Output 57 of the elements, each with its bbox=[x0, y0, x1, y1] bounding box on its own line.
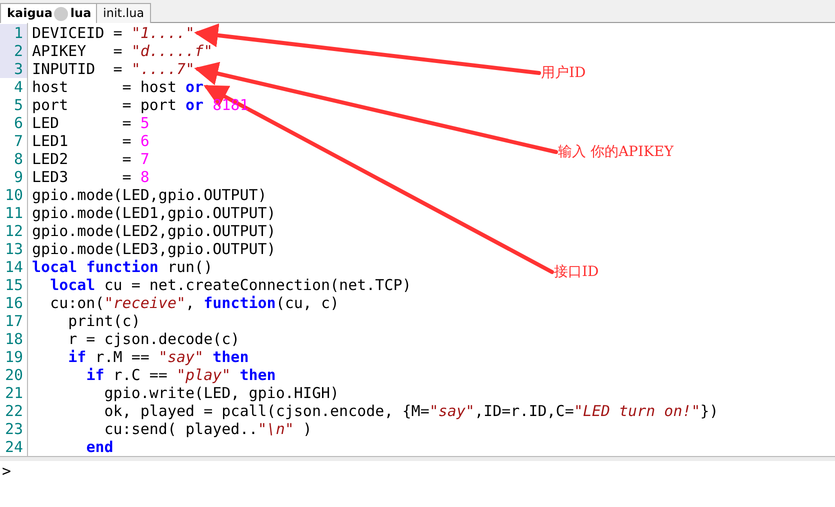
line-number: 10 bbox=[4, 186, 23, 204]
line-number: 19 bbox=[4, 348, 23, 366]
code-line: if r.M == "say" then bbox=[67, 348, 249, 366]
annotation-label: 接口ID bbox=[554, 263, 599, 281]
code-line: APIKEY = "d.....f" bbox=[32, 42, 213, 60]
console-prompt: > bbox=[2, 462, 12, 480]
line-number: 21 bbox=[4, 384, 23, 402]
code-line: gpio.write(LED, gpio.HIGH) bbox=[103, 384, 340, 402]
code-line: cu:send( played.."\n" ) bbox=[103, 420, 312, 438]
line-number: 20 bbox=[4, 366, 23, 384]
line-number: 24 bbox=[4, 438, 23, 456]
file-tab: init.lua bbox=[96, 3, 152, 23]
line-number: 17 bbox=[4, 312, 23, 330]
line-number: 8 bbox=[12, 150, 23, 168]
line-number: 4 bbox=[12, 78, 23, 96]
code-line: LED3 = 8 bbox=[32, 168, 150, 186]
tab-label: kaigua bbox=[7, 6, 52, 20]
tab-label: lua bbox=[70, 6, 92, 20]
annotation-label: 输入 你的APIKEY bbox=[558, 143, 674, 161]
code-line: cu:on("receive", function(cu, c) bbox=[49, 294, 340, 312]
line-number: 22 bbox=[4, 402, 23, 420]
line-number: 13 bbox=[4, 240, 23, 258]
code-line: LED = 5 bbox=[32, 114, 150, 132]
line-number: 14 bbox=[4, 258, 23, 276]
line-number: 9 bbox=[12, 168, 23, 186]
code-line: r = cjson.decode(c) bbox=[67, 330, 240, 348]
line-number: 7 bbox=[12, 132, 23, 150]
code-line: local function run() bbox=[32, 258, 213, 276]
code-line: ok, played = pcall(cjson.encode, {M="say",ID=r.ID,C="LED turn on!"}) bbox=[103, 402, 718, 420]
code-line: print(c) bbox=[67, 312, 140, 330]
code-line: LED1 = 6 bbox=[32, 132, 150, 150]
code-line: LED2 = 7 bbox=[32, 150, 150, 168]
code-line: INPUTID = "....7" bbox=[32, 60, 195, 78]
line-number: 15 bbox=[4, 276, 23, 294]
code-line: gpio.mode(LED,gpio.OUTPUT) bbox=[32, 186, 267, 204]
line-number: 23 bbox=[4, 420, 23, 438]
arrow bbox=[194, 62, 558, 154]
line-number: 2 bbox=[12, 42, 23, 60]
code-line: local cu = net.createConnection(net.TCP) bbox=[49, 276, 412, 294]
code-line: DEVICEID = "1...." bbox=[32, 24, 195, 42]
arrow bbox=[194, 23, 541, 75]
code-line: gpio.mode(LED3,gpio.OUTPUT) bbox=[32, 240, 276, 258]
line-number: 11 bbox=[4, 204, 23, 222]
code-line: gpio.mode(LED2,gpio.OUTPUT) bbox=[32, 222, 276, 240]
line-number: 3 bbox=[12, 60, 23, 78]
line-number: 16 bbox=[4, 294, 23, 312]
line-number: 18 bbox=[4, 330, 23, 348]
arrow bbox=[203, 85, 554, 274]
code-line: end bbox=[85, 438, 114, 456]
line-number: 6 bbox=[12, 114, 23, 132]
annotation-label: 用户ID bbox=[541, 64, 586, 82]
line-number: 5 bbox=[12, 96, 23, 114]
code-line: host = host or bbox=[32, 78, 204, 96]
code-line: gpio.mode(LED1,gpio.OUTPUT) bbox=[32, 204, 276, 222]
line-number: 12 bbox=[4, 222, 23, 240]
line-number: 1 bbox=[12, 24, 23, 42]
code-line: if r.C == "play" then bbox=[85, 366, 276, 384]
